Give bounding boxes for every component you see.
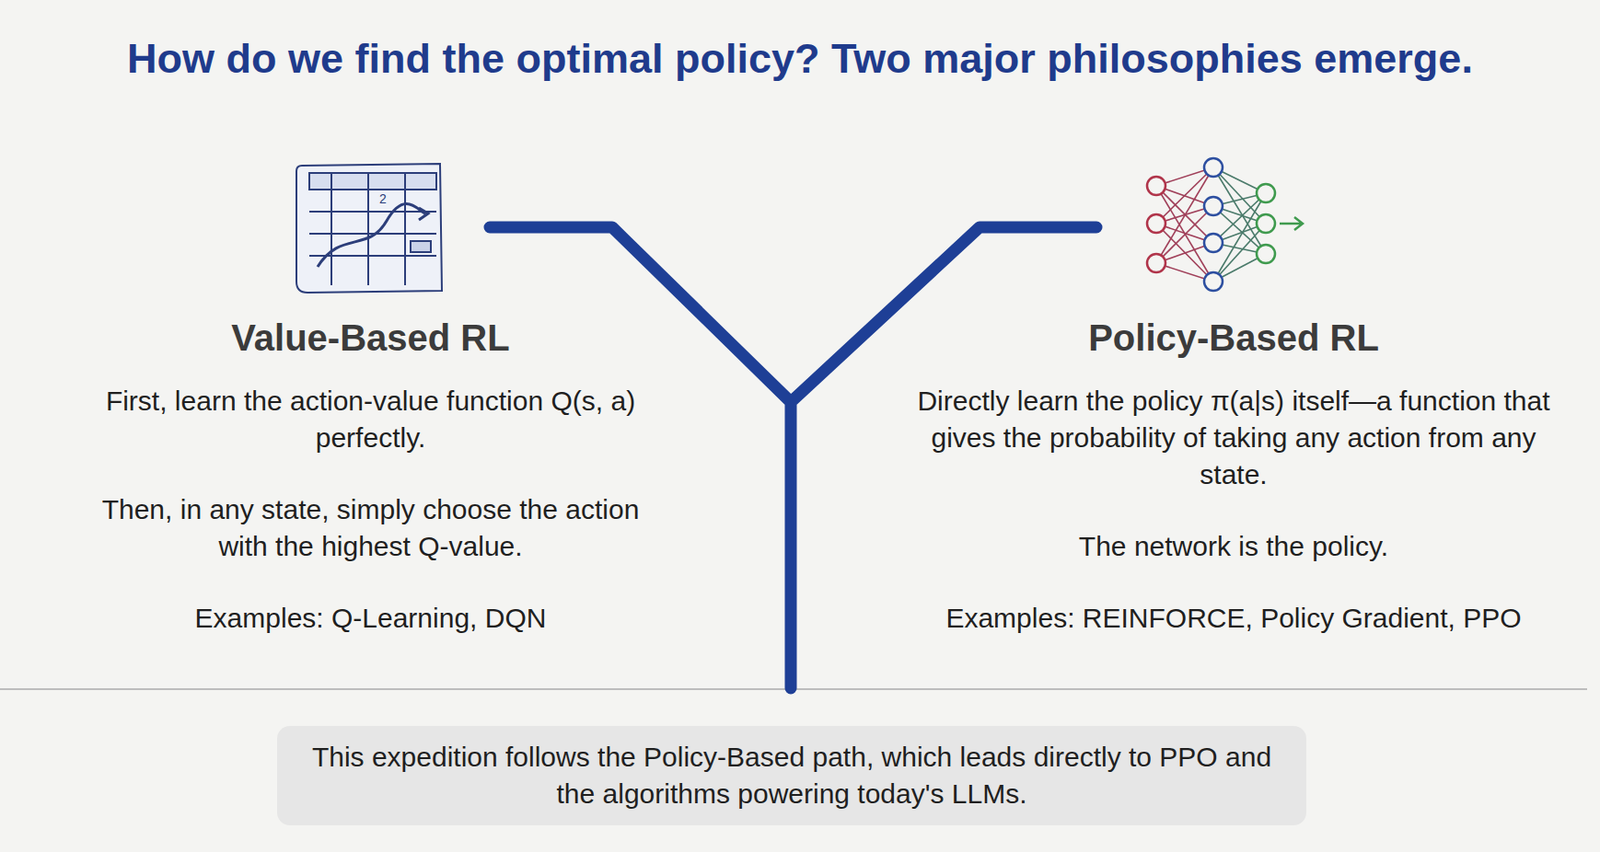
column-heading: Value-Based RL [78, 317, 663, 360]
approach-column: Policy-Based RL Directly learn the policy… [915, 317, 1552, 673]
table-map-icon [296, 163, 442, 293]
column-text: Directly learn the policy π(a|s) itself—… [915, 382, 1552, 494]
title: How do we find the optimal policy? Two m… [0, 34, 1600, 83]
column-text: First, learn the action-value function Q… [78, 382, 663, 457]
column-text: Examples: REINFORCE, Policy Gradient, PP… [915, 600, 1552, 638]
summary-box: This expedition follows the Policy-Based… [277, 726, 1307, 826]
column-text: Examples: Q-Learning, DQN [78, 600, 663, 638]
column-text: The network is the policy. [915, 528, 1552, 566]
column-heading: Policy-Based RL [915, 317, 1552, 360]
icon-number: 2 [379, 191, 387, 207]
summary-text: This expedition follows the Policy-Based… [304, 739, 1279, 813]
neural-network-icon [1147, 158, 1303, 291]
column-text: Then, in any state, simply choose the ac… [78, 491, 663, 566]
approach-column: Value-Based RL First, learn the action-va… [78, 317, 663, 673]
